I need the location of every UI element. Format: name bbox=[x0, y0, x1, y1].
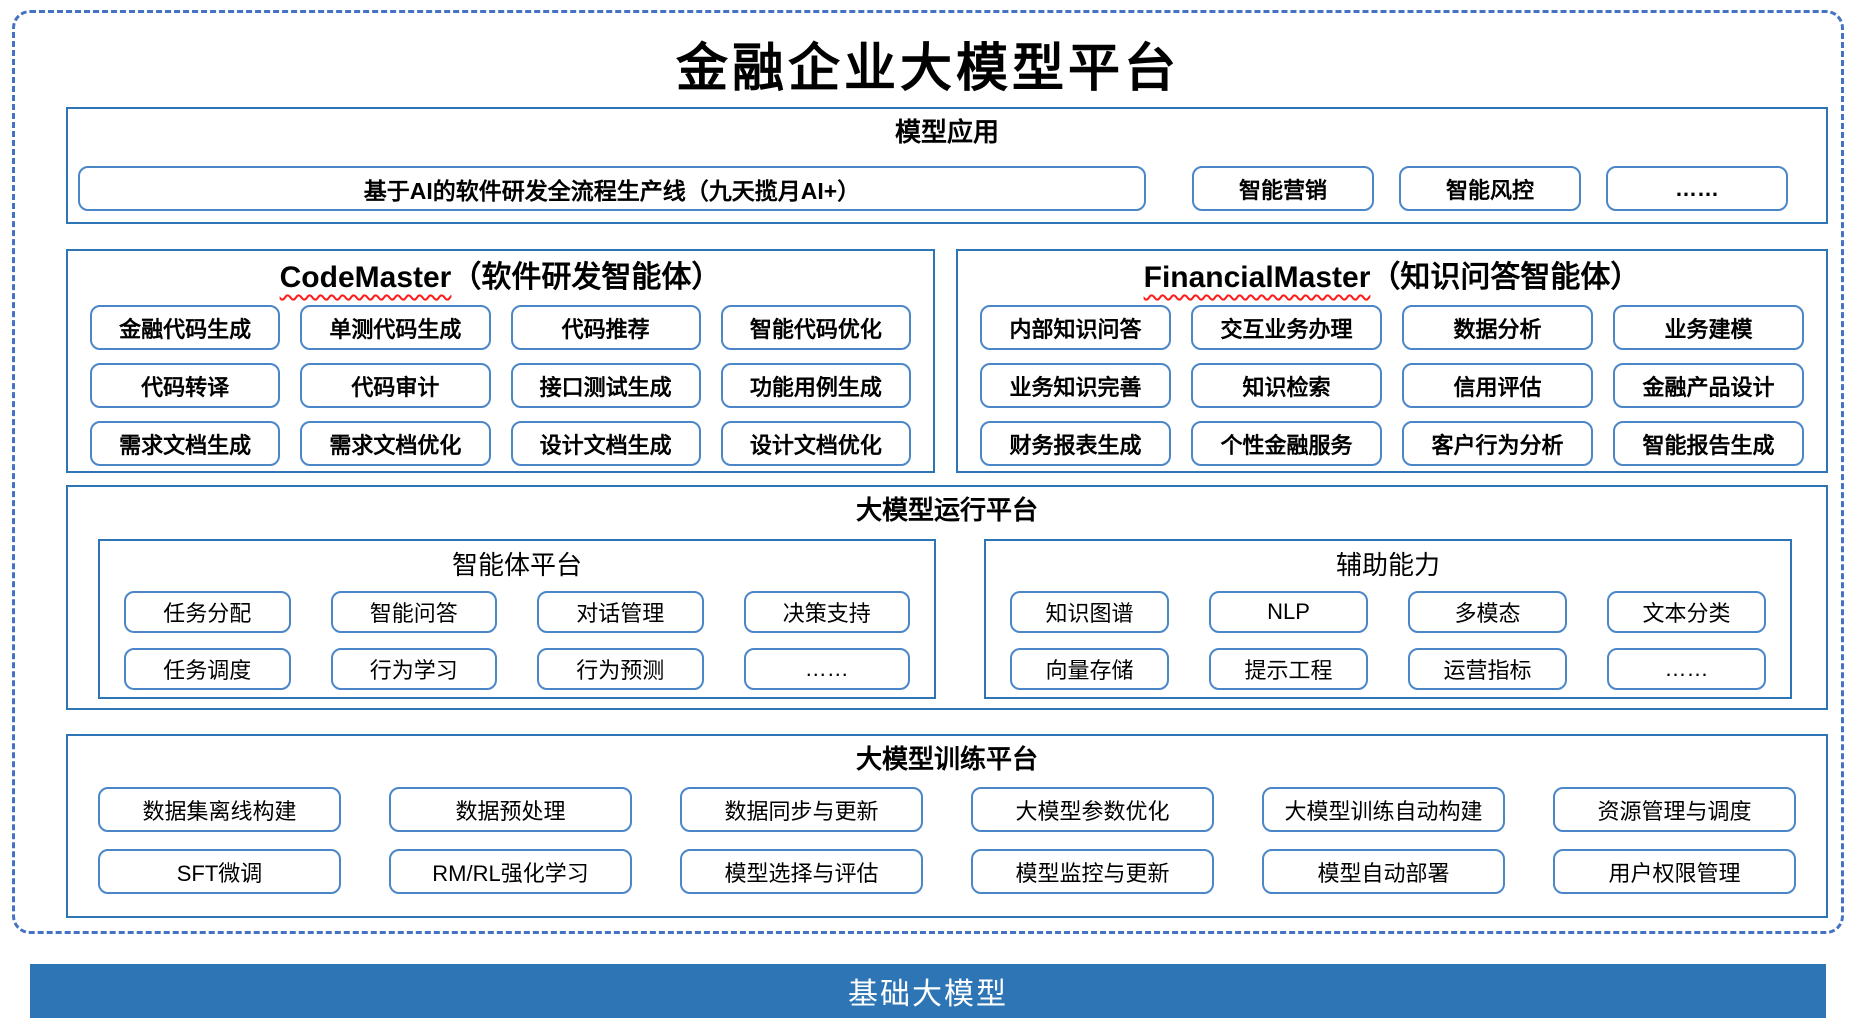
agent-platform-grid: 任务分配智能问答对话管理决策支持任务调度行为学习行为预测 …… bbox=[100, 581, 934, 690]
capability-box: 智能问答 bbox=[330, 591, 497, 633]
capability-box: 大模型参数优化 bbox=[971, 787, 1214, 832]
capability-box: 知识图谱 bbox=[1010, 591, 1169, 633]
agent-platform-header: 智能体平台 bbox=[451, 550, 582, 580]
capability-box: 功能用例生成 bbox=[720, 363, 911, 408]
capability-box: 内部知识问答 bbox=[980, 305, 1171, 350]
capability-box: 模型自动部署 bbox=[1262, 849, 1505, 894]
capability-box: 对话管理 bbox=[537, 591, 704, 633]
capability-box: 需求文档生成 bbox=[90, 421, 281, 466]
agents-row: CodeMaster（软件研发智能体） 金融代码生成单测代码生成代码推荐智能代码… bbox=[66, 249, 1828, 473]
capability-box: 代码转译 bbox=[90, 363, 281, 408]
codemaster-subtitle: （软件研发智能体） bbox=[451, 261, 722, 294]
runtime-platform-header: 大模型运行平台 bbox=[855, 495, 1038, 525]
ellipsis-box: …… bbox=[1606, 166, 1788, 211]
capability-box: SFT微调 bbox=[98, 849, 341, 894]
financialmaster-name: FinancialMaster bbox=[1143, 261, 1371, 294]
capability-box: 资源管理与调度 bbox=[1553, 787, 1796, 832]
codemaster-section: CodeMaster（软件研发智能体） 金融代码生成单测代码生成代码推荐智能代码… bbox=[66, 249, 935, 473]
training-platform-section: 大模型训练平台 数据集离线构建 数据预处理 数据同步与更新 大模型参数优化 大模型训练自… bbox=[66, 734, 1828, 918]
ellipsis-box: …… bbox=[1607, 648, 1766, 690]
agent-platform-subsection: 智能体平台 任务分配智能问答对话管理决策支持任务调度行为学习行为预测 …… bbox=[98, 539, 936, 699]
codemaster-header: CodeMaster（软件研发智能体） bbox=[68, 251, 933, 296]
capability-box: 个性金融服务 bbox=[1191, 421, 1382, 466]
capability-box: 大模型训练自动构建 bbox=[1262, 787, 1505, 832]
financialmaster-grid: 内部知识问答交互业务办理数据分析业务建模业务知识完善知识检索信用评估金融产品设计… bbox=[958, 296, 1826, 466]
financialmaster-header: FinancialMaster（知识问答智能体） bbox=[958, 251, 1826, 296]
capability-box: 数据同步与更新 bbox=[680, 787, 923, 832]
capability-box: 数据集离线构建 bbox=[98, 787, 341, 832]
codemaster-grid: 金融代码生成单测代码生成代码推荐智能代码优化代码转译代码审计接口测试生成功能用例… bbox=[68, 296, 933, 466]
capability-box: 接口测试生成 bbox=[510, 363, 701, 408]
capability-box: 任务调度 bbox=[124, 648, 291, 690]
auxiliary-capability-subsection: 辅助能力 知识图谱 NLP 多模态文本分类向量存储提示工程运营指标 …… bbox=[984, 539, 1792, 699]
capability-box: 行为学习 bbox=[330, 648, 497, 690]
base-model-bar: 基础大模型 bbox=[30, 964, 1826, 1018]
capability-box: 设计文档生成 bbox=[510, 421, 701, 466]
capability-box: 智能风控 bbox=[1399, 166, 1581, 211]
financialmaster-subtitle: （知识问答智能体） bbox=[1370, 261, 1641, 294]
capability-box: 交互业务办理 bbox=[1191, 305, 1382, 350]
codemaster-name: CodeMaster bbox=[279, 261, 452, 294]
capability-box: 智能代码优化 bbox=[720, 305, 911, 350]
ellipsis-box: …… bbox=[743, 648, 910, 690]
capability-box: 需求文档优化 bbox=[300, 421, 491, 466]
capability-box: 代码推荐 bbox=[510, 305, 701, 350]
capability-box: 单测代码生成 bbox=[300, 305, 491, 350]
capability-box: 用户权限管理 bbox=[1553, 849, 1796, 894]
capability-box: 数据分析 bbox=[1402, 305, 1593, 350]
auxiliary-capability-header: 辅助能力 bbox=[1335, 550, 1440, 580]
ai-pipeline-box: 基于AI的软件研发全流程生产线（九天揽月AI+） bbox=[78, 166, 1146, 211]
capability-box: 业务知识完善 bbox=[980, 363, 1171, 408]
capability-box: 智能报告生成 bbox=[1613, 421, 1804, 466]
capability-box: 数据预处理 bbox=[389, 787, 632, 832]
financialmaster-section: FinancialMaster（知识问答智能体） 内部知识问答交互业务办理数据分… bbox=[956, 249, 1828, 473]
capability-box: 提示工程 bbox=[1209, 648, 1368, 690]
capability-box: 设计文档优化 bbox=[720, 421, 911, 466]
capability-box: 任务分配 bbox=[124, 591, 291, 633]
capability-box: 财务报表生成 bbox=[980, 421, 1171, 466]
capability-box: NLP bbox=[1209, 591, 1368, 633]
capability-box: 运营指标 bbox=[1408, 648, 1567, 690]
runtime-platform-section: 大模型运行平台 智能体平台 任务分配智能问答对话管理决策支持任务调度行为学习行为… bbox=[66, 485, 1828, 710]
capability-box: 金融代码生成 bbox=[90, 305, 281, 350]
capability-box: 智能营销 bbox=[1192, 166, 1374, 211]
capability-box: 行为预测 bbox=[537, 648, 704, 690]
capability-box: 知识检索 bbox=[1191, 363, 1382, 408]
capability-box: 向量存储 bbox=[1010, 648, 1169, 690]
capability-box: 客户行为分析 bbox=[1402, 421, 1593, 466]
capability-box: 业务建模 bbox=[1613, 305, 1804, 350]
page-title: 金融企业大模型平台 bbox=[675, 38, 1180, 99]
capability-box: RM/RL强化学习 bbox=[389, 849, 632, 894]
capability-box: 信用评估 bbox=[1402, 363, 1593, 408]
training-platform-header: 大模型训练平台 bbox=[855, 744, 1038, 774]
capability-box: 模型选择与评估 bbox=[680, 849, 923, 894]
capability-box: 金融产品设计 bbox=[1613, 363, 1804, 408]
capability-box: 多模态 bbox=[1408, 591, 1567, 633]
capability-box: 决策支持 bbox=[743, 591, 910, 633]
capability-box: 代码审计 bbox=[300, 363, 491, 408]
model-application-row: 基于AI的软件研发全流程生产线（九天揽月AI+） 智能营销 智能风控 …… bbox=[68, 166, 1826, 211]
capability-box: 文本分类 bbox=[1607, 591, 1766, 633]
model-application-header: 模型应用 bbox=[894, 117, 999, 147]
base-model-label: 基础大模型 bbox=[848, 978, 1008, 1011]
training-platform-grid: 数据集离线构建 数据预处理 数据同步与更新 大模型参数优化 大模型训练自动构建 资源管理与… bbox=[68, 774, 1826, 894]
auxiliary-capability-grid: 知识图谱 NLP 多模态文本分类向量存储提示工程运营指标 …… bbox=[986, 581, 1790, 690]
model-application-section: 模型应用 基于AI的软件研发全流程生产线（九天揽月AI+） 智能营销 智能风控 … bbox=[66, 107, 1828, 224]
capability-box: 模型监控与更新 bbox=[971, 849, 1214, 894]
